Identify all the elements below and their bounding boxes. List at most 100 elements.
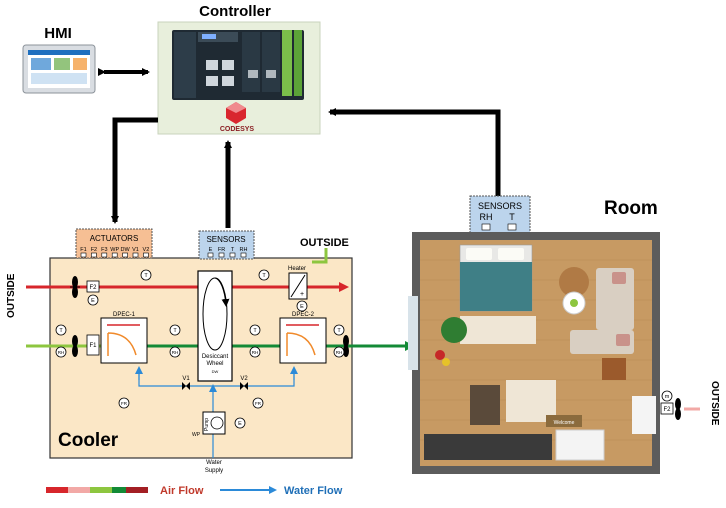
sensor-tag-label: T: [253, 328, 257, 334]
dpec1-label: DPEC-1: [113, 312, 136, 318]
sensor-item-port: [218, 252, 225, 258]
sensor-t-circle: T: [333, 324, 345, 336]
water-network: V1 V2 Pump WP Water Supply: [135, 366, 298, 474]
sensor-item-port: [229, 252, 236, 258]
sensor-rh-circle: RH: [333, 346, 345, 358]
f2-tag-box: [86, 280, 100, 293]
sensor-rh-circle: RH: [55, 346, 67, 358]
sensor-tag-label: RH: [336, 350, 343, 355]
fan-room-icon: [675, 398, 681, 420]
outside-label-cooler-top: OUTSIDE: [300, 237, 349, 249]
heater-unit: Heater +: [288, 266, 308, 300]
legend-swatch-green-light: [90, 487, 112, 493]
room-title: Room: [604, 198, 658, 219]
room-sensor-item-label: T: [509, 212, 515, 222]
dpec2-unit: DPEC-2: [279, 312, 327, 364]
actuator-item-label: WP: [110, 247, 119, 253]
sensor-tag-label: RH: [58, 350, 65, 355]
v1-label: V1: [182, 376, 190, 382]
wheel-label: Wheel: [206, 361, 223, 367]
fan-f3-icon: [343, 335, 349, 357]
sensor-item-port: [207, 252, 214, 258]
actuator-item-port: [91, 252, 97, 258]
sensor-tag-label: RH: [252, 350, 259, 355]
sensor-tag-label: T: [337, 328, 341, 334]
legend-air-label: Air Flow: [160, 485, 204, 497]
sensor-item-label: RH: [240, 247, 248, 253]
actuator-item-label: F2: [91, 247, 97, 253]
cooler-title: Cooler: [58, 430, 119, 451]
sensor-t-circle: T: [258, 269, 270, 281]
sensors-box: SENSORS E FR T RH: [198, 230, 255, 260]
outside-label-right: OUTSIDE: [709, 381, 720, 426]
codesys-label: CODESYS: [220, 126, 255, 133]
sensor-e-circle: E: [296, 300, 308, 312]
room-sensors-label: SENSORS: [478, 201, 522, 211]
controller-title: Controller: [199, 3, 271, 20]
f2-room-tag: F2: [663, 407, 671, 413]
legend-swatch-red: [46, 487, 68, 493]
sensor-item-label: FR: [218, 247, 225, 253]
sensor-tag-label: T: [144, 273, 148, 279]
svg-text:+: +: [300, 291, 304, 298]
actuators-label: ACTUATORS: [90, 234, 139, 243]
actuator-item-port: [111, 252, 118, 258]
sensor-items: E FR T RH: [207, 247, 248, 258]
actuator-item-label: F1: [80, 247, 86, 253]
sensor-m-circle: m: [661, 390, 673, 402]
actuator-item-port: [101, 252, 108, 258]
actuator-item-label: DW: [121, 247, 131, 253]
sensor-tag-label: E: [91, 298, 95, 304]
controller-to-actuators-arrow: [111, 117, 158, 224]
desiccant-wheel: Desiccant Wheel DW: [197, 270, 233, 382]
fan-f1-icon: [72, 335, 78, 357]
actuator-item-label: V2: [143, 247, 150, 253]
actuator-item-label: V1: [132, 247, 139, 253]
sensor-tag-label: RH: [172, 350, 179, 355]
legend: Air Flow Water Flow: [46, 485, 343, 497]
sensor-tag-label: m: [665, 394, 670, 400]
v2-label: V2: [240, 376, 248, 382]
sensor-t-circle: T: [169, 324, 181, 336]
sensors-label: SENSORS: [206, 235, 245, 244]
room-floor-plan-image: Welcome: [408, 232, 660, 474]
sensor-item-label: T: [231, 247, 235, 253]
room-sensor-items: RH T: [480, 212, 517, 231]
sensor-rh-circle: RH: [249, 346, 261, 358]
actuator-item-port: [122, 252, 128, 258]
room-sensors-box: SENSORS RH T: [469, 195, 531, 235]
outside-air-duct-top: [312, 248, 328, 264]
heater-label: Heater: [288, 266, 306, 272]
dw-label: DW: [212, 369, 219, 374]
legend-swatch-pink: [68, 487, 90, 493]
plc-device-image: [172, 30, 304, 100]
sensor-rh-circle: RH: [169, 346, 181, 358]
f2-room-tag-box: [660, 402, 674, 415]
water-supply-label-2: Supply: [205, 468, 223, 474]
legend-swatch-green-dark: [112, 487, 126, 493]
room-sensor-item-port: [507, 223, 517, 231]
sensor-fr-circle: FR: [252, 397, 264, 409]
f2-tag: F2: [89, 285, 97, 291]
actuator-item-port: [80, 252, 87, 258]
sensor-tag-label: FR: [255, 401, 262, 406]
f1-tag: F1: [89, 343, 97, 349]
sensor-item-label: E: [209, 247, 213, 253]
hmi-screen-image: [22, 44, 96, 94]
sensor-tag-label: FR: [121, 401, 128, 406]
room-sensors-to-controller-arrow: [328, 108, 501, 196]
sensor-item-port: [240, 252, 247, 258]
room-sensor-item-label: RH: [480, 212, 493, 222]
sensor-fr-circle: FR: [118, 397, 130, 409]
sensor-tag-label: T: [262, 273, 266, 279]
actuator-item-port: [143, 252, 149, 258]
room-sensor-item-port: [481, 223, 491, 231]
sensor-e-circle: E: [87, 294, 99, 306]
pump-label: Pump: [204, 418, 210, 431]
sensor-tag-label: T: [173, 328, 177, 334]
sensor-tag-label: E: [300, 304, 304, 310]
